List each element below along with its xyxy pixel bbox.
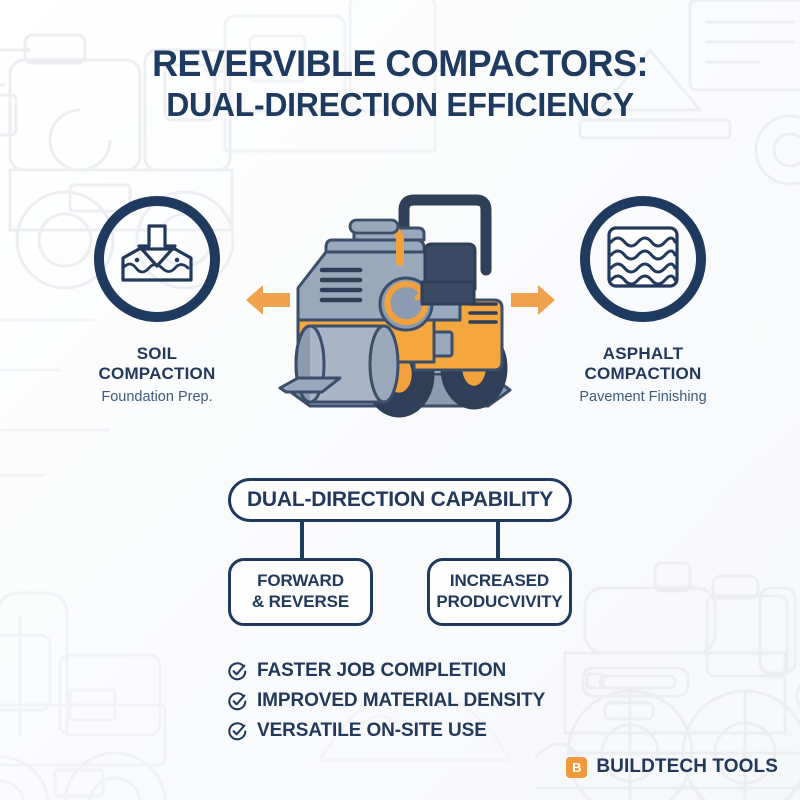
logo-mark-letter: B	[572, 759, 582, 775]
soil-title-line-1: SOIL	[136, 344, 178, 363]
pillar-soil-compaction: SOIL COMPACTION Foundation Prep.	[52, 196, 262, 405]
benefit-label: VERSATILE ON-SITE USE	[257, 720, 487, 741]
brand-logo: B BUILDTECH TOOLS	[566, 756, 778, 778]
title-line-2: DUAL-DIRECTION EFFICIENCY	[166, 86, 634, 124]
arrow-right-icon	[511, 281, 555, 324]
soil-pillar-subtitle: Foundation Prep.	[101, 389, 213, 406]
increased-productivity-line-2: PRODUCVIVITY	[436, 592, 563, 611]
brand-name: BUILDTECH TOOLS	[596, 756, 778, 777]
road-roller-compactor-illustration	[274, 192, 526, 432]
check-circle-icon	[228, 721, 247, 741]
asphalt-compaction-icon	[605, 224, 681, 295]
list-item: VERSATILE ON-SITE USE	[228, 720, 545, 742]
asphalt-pillar-title: ASPHALT COMPACTION	[538, 344, 748, 384]
soil-title-line-2: COMPACTION	[98, 364, 216, 384]
flow-parent-label: DUAL-DIRECTION CAPABILITY	[246, 488, 554, 511]
flow-parent-box: DUAL-DIRECTION CAPABILITY	[228, 478, 572, 522]
soil-compaction-circle	[94, 196, 220, 322]
flow-connectors	[228, 522, 572, 558]
flow-children: FORWARD & REVERSE INCREASED PRODUCVIVITY	[228, 558, 572, 626]
flow-child-increased-productivity: INCREASED PRODUCVIVITY	[427, 558, 572, 626]
soil-compaction-icon	[117, 222, 197, 297]
list-item: FASTER JOB COMPLETION	[228, 660, 545, 682]
asphalt-pillar-subtitle: Pavement Finishing	[579, 389, 707, 406]
list-item: IMPROVED MATERIAL DENSITY	[228, 690, 545, 712]
asphalt-compaction-circle	[580, 196, 706, 322]
page-title: REVERVIBLE COMPACTORS: DUAL-DIRECTION EF…	[0, 44, 800, 124]
benefit-label: IMPROVED MATERIAL DENSITY	[257, 690, 546, 711]
benefits-list: FASTER JOB COMPLETION IMPROVED MATERIAL …	[228, 660, 545, 750]
forward-reverse-line-1: FORWARD	[257, 571, 344, 591]
flow-connector-left	[300, 522, 304, 558]
check-circle-icon	[228, 661, 247, 681]
flow-child-forward-reverse: FORWARD & REVERSE	[228, 558, 373, 626]
arrow-left-icon	[246, 281, 290, 324]
check-circle-icon	[228, 691, 247, 711]
flow-connector-right	[496, 522, 500, 558]
forward-reverse-line-2: & REVERSE	[251, 592, 350, 611]
increased-productivity-line-1: INCREASED	[449, 571, 550, 591]
benefit-label: FASTER JOB COMPLETION	[257, 660, 507, 681]
soil-pillar-title: SOIL COMPACTION	[52, 344, 262, 384]
buildtech-logo-mark-icon: B	[566, 756, 588, 778]
dual-direction-flow-diagram: DUAL-DIRECTION CAPABILITY FORWARD & REVE…	[0, 478, 800, 626]
title-line-1: REVERVIBLE COMPACTORS:	[152, 43, 648, 84]
pillar-asphalt-compaction: ASPHALT COMPACTION Pavement Finishing	[538, 196, 748, 405]
asphalt-title-line-1: ASPHALT	[602, 344, 684, 363]
asphalt-title-line-2: COMPACTION	[584, 364, 702, 384]
